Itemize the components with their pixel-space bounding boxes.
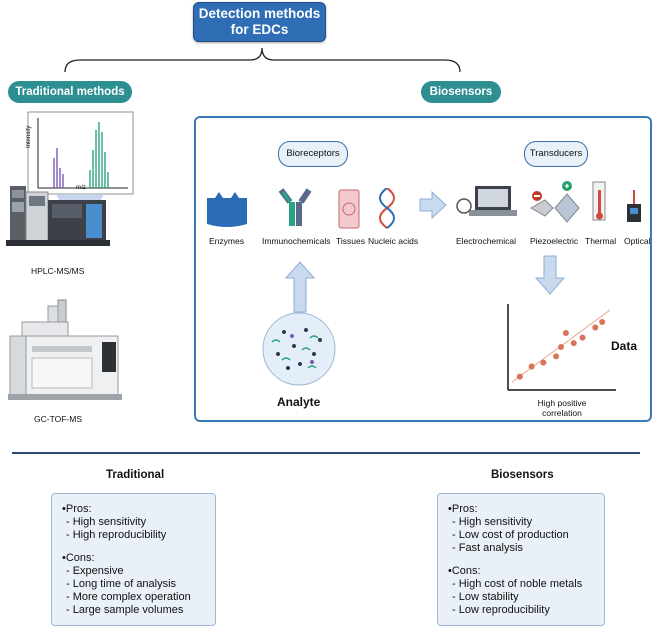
data-label: Data	[611, 339, 638, 353]
up-arrow-icon	[284, 261, 316, 313]
biosensors-pro-item: - High sensitivity	[452, 516, 533, 528]
transducer-label-electrochemical: Electrochemical	[456, 236, 516, 246]
dna-icon	[379, 188, 395, 229]
tissue-icon	[338, 189, 360, 229]
bioreceptor-icons	[207, 188, 395, 229]
traditional-con-item: - Large sample volumes	[66, 604, 184, 616]
scatter-point	[599, 319, 606, 326]
biosensors-pro-item: - Low cost of production	[452, 529, 569, 541]
traditional-pros-header: •Pros:	[62, 503, 92, 515]
scatter-point	[553, 353, 560, 360]
correlation-label-line2: correlation	[542, 408, 582, 418]
biosensors-pro-item: - Fast analysis	[452, 542, 523, 554]
bioreceptor-label-immunochemicals: Immunochemicals	[262, 236, 331, 246]
transducer-label-piezoelectric: Piezoelectric	[530, 236, 579, 246]
down-arrow-icon	[534, 255, 566, 295]
biosensors-con-item: - Low reproducibility	[452, 604, 550, 616]
correlation-scatter-plot	[507, 304, 616, 391]
mass-spectrum-chart	[27, 111, 134, 210]
scatter-point	[570, 340, 577, 347]
hplc-ms-instrument-icon	[6, 186, 110, 246]
biosensors-summary-title: Biosensors	[491, 469, 554, 481]
scatter-point	[579, 334, 586, 341]
correlation-label: High positive correlation	[522, 398, 602, 418]
traditional-summary-title: Traditional	[106, 469, 165, 481]
biosensors-con-item: - Low stability	[452, 591, 519, 603]
traditional-methods-pill: Traditional methods	[8, 81, 132, 103]
scatter-point	[592, 324, 599, 331]
transducer-label-optical: Optical	[624, 236, 651, 246]
scatter-point	[516, 373, 523, 380]
biosensors-pros-header: •Pros:	[448, 503, 478, 515]
bioreceptors-oval: Bioreceptors	[278, 141, 348, 167]
traditional-con-item: - Long time of analysis	[66, 578, 177, 590]
traditional-con-item: - Expensive	[66, 565, 124, 577]
biosensors-cons-header: •Cons:	[448, 565, 481, 577]
traditional-pro-item: - High sensitivity	[66, 516, 147, 528]
transducer-label-thermal: Thermal	[585, 236, 617, 246]
main-title-line2: for EDCs	[230, 22, 289, 37]
section-divider	[12, 452, 640, 454]
biosensors-con-item: - High cost of noble metals	[452, 578, 583, 590]
brace-connector	[64, 47, 461, 73]
analyte-icon	[262, 312, 336, 386]
main-title-line1: Detection methods	[198, 6, 321, 21]
biosensors-summary-card: •Pros: - High sensitivity - Low cost of …	[437, 493, 605, 626]
scatter-point	[558, 344, 564, 350]
optical-icon	[627, 190, 641, 222]
transducers-oval: Transducers	[524, 141, 588, 167]
transducer-icons	[456, 181, 641, 223]
main-title-box: Detection methods for EDCs	[193, 2, 326, 42]
scatter-point	[540, 359, 547, 366]
hplc-ms-label: HPLC-MS/MS	[31, 266, 85, 276]
traditional-summary-card: •Pros: - High sensitivity - High reprodu…	[51, 493, 216, 626]
traditional-pro-item: - High reproducibility	[66, 529, 167, 541]
piezoelectric-icon	[529, 181, 580, 223]
traditional-con-item: - More complex operation	[66, 591, 191, 603]
biosensors-pill: Biosensors	[421, 81, 501, 103]
bioreceptor-label-enzymes: Enzymes	[209, 236, 244, 246]
traditional-cons-header: •Cons:	[62, 552, 95, 564]
right-arrow-icon	[419, 190, 447, 220]
bioreceptor-label-nucleic-acids: Nucleic acids	[368, 236, 419, 246]
scatter-point	[528, 363, 535, 370]
gc-tof-ms-instrument-icon	[8, 299, 122, 400]
scatter-point	[562, 329, 569, 336]
enzyme-icon	[207, 192, 247, 227]
gc-tof-ms-label: GC-TOF-MS	[34, 414, 83, 424]
analyte-label: Analyte	[277, 395, 321, 409]
ms-x-axis-label: m/z	[76, 185, 86, 191]
electrochemical-icon	[456, 186, 517, 216]
correlation-label-line1: High positive	[537, 398, 587, 408]
bioreceptor-label-tissues: Tissues	[336, 236, 365, 246]
thermometer-icon	[592, 181, 606, 221]
antibody-icon	[278, 188, 312, 226]
